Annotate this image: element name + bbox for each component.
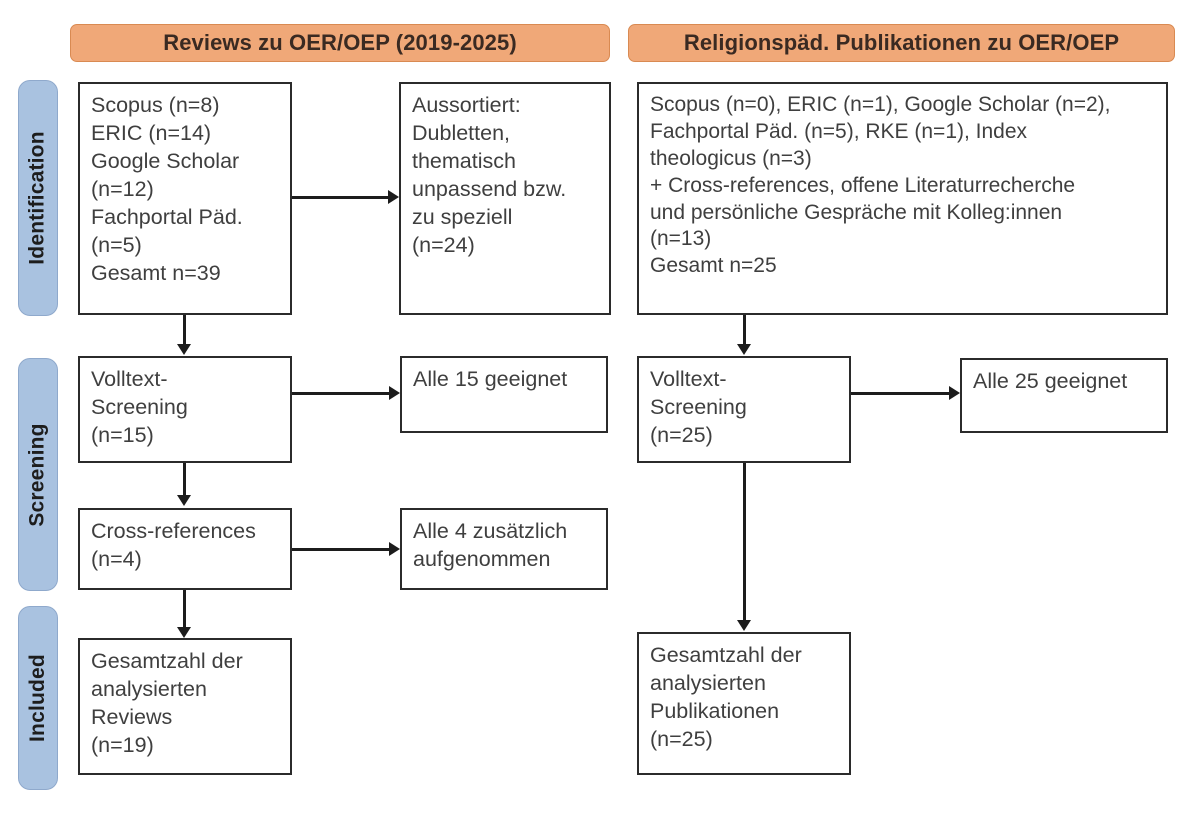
arrowhead-left-sources-to-screening [177,344,191,355]
connector-right-screening-to-included [743,463,746,621]
connector-left-sources-to-screening [183,315,186,345]
header-left-label: Reviews zu OER/OEP (2019-2025) [163,30,517,55]
box-right-included-total: Gesamtzahl der analysierten Publikatione… [637,632,851,775]
arrowhead-left-crossrefs-to-result [389,542,400,556]
box-left-fulltext-result: Alle 15 geeignet [400,356,608,433]
box-right-fulltext-screening: Volltext- Screening (n=25) [637,356,851,463]
header-right-publications: Religionspäd. Publikationen zu OER/OEP [628,24,1175,62]
arrowhead-right-screening-to-result [949,386,960,400]
box-left-fulltext-screening: Volltext- Screening (n=15) [78,356,292,463]
stage-screening-text: Screening [26,422,49,527]
box-left-cross-references-result: Alle 4 zusätzlich aufgenommen [400,508,608,590]
connector-left-screening-to-result [292,392,389,395]
header-right-label: Religionspäd. Publikationen zu OER/OEP [683,30,1120,55]
box-left-cross-references: Cross-references (n=4) [78,508,292,590]
arrowhead-left-screening-to-result [389,386,400,400]
stage-identification-text: Identification [26,131,49,265]
box-right-identification-sources: Scopus (n=0), ERIC (n=1), Google Scholar… [637,82,1168,315]
arrowhead-left-sources-to-excluded [388,190,399,204]
box-left-included-total: Gesamtzahl der analysierten Reviews (n=1… [78,638,292,775]
stage-label-included: Included [18,606,58,790]
connector-left-crossrefs-to-included [183,590,186,628]
arrowhead-left-screening-to-crossrefs [177,495,191,506]
arrowhead-right-sources-to-screening [737,344,751,355]
connector-right-screening-to-result [851,392,949,395]
stage-label-identification: Identification [18,80,58,316]
connector-right-sources-to-screening [743,315,746,345]
connector-left-crossrefs-to-result [292,548,389,551]
box-left-excluded: Aussortiert: Dubletten, thematisch unpas… [399,82,611,315]
connector-left-sources-to-excluded [292,196,388,199]
stage-label-screening: Screening [18,358,58,591]
arrowhead-left-crossrefs-to-included [177,627,191,638]
stage-included-text: Included [26,654,50,742]
header-left-reviews: Reviews zu OER/OEP (2019-2025) [70,24,610,62]
box-left-identification-sources: Scopus (n=8) ERIC (n=14) Google Scholar … [78,82,292,315]
arrowhead-right-screening-to-included [737,620,751,631]
connector-left-screening-to-crossrefs [183,463,186,496]
box-right-fulltext-result: Alle 25 geeignet [960,358,1168,433]
